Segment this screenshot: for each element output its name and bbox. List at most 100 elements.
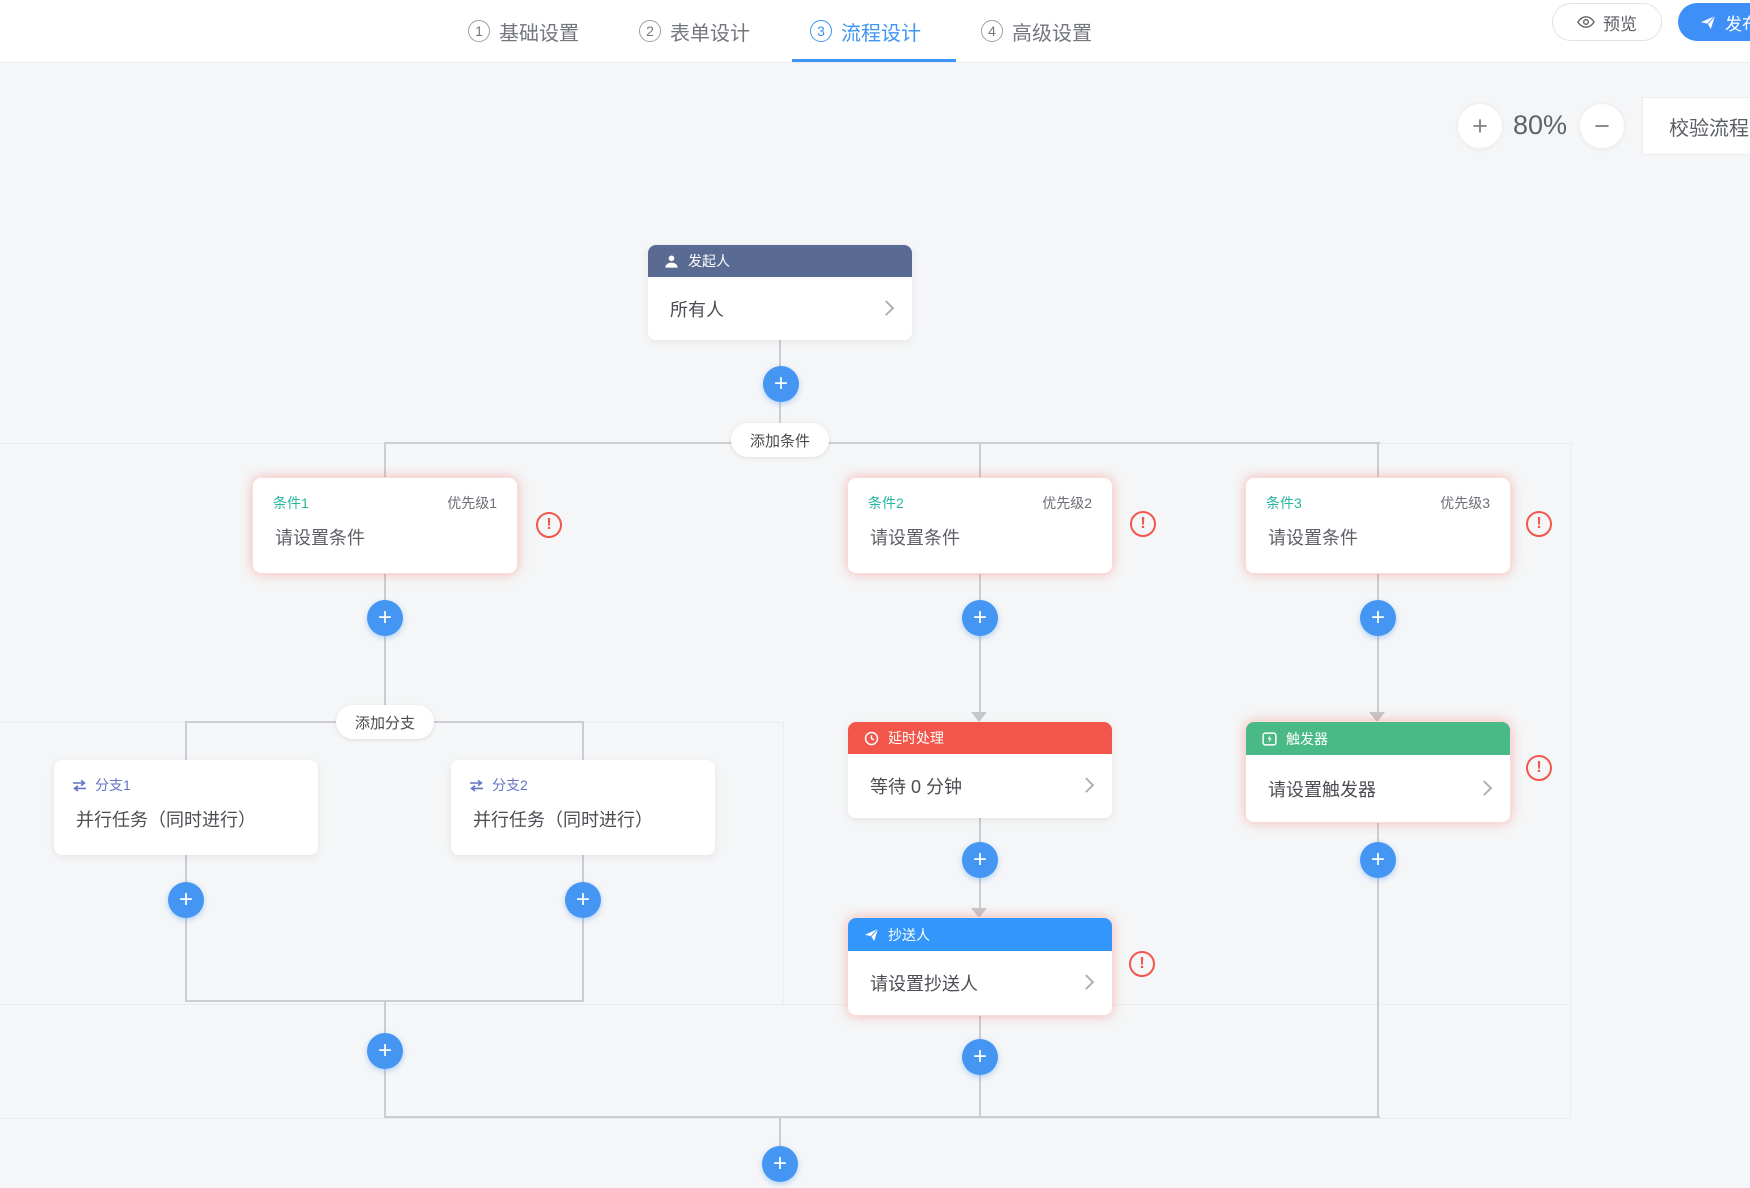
zoom-out-button[interactable]: − bbox=[1579, 103, 1625, 149]
start-node-header: 发起人 bbox=[648, 245, 912, 277]
connector-line bbox=[384, 442, 386, 478]
delay-node-value: 等待 0 分钟 bbox=[870, 777, 963, 797]
delay-node[interactable]: 延时处理 等待 0 分钟 bbox=[848, 722, 1112, 818]
condition-priority: 优先级3 bbox=[1440, 495, 1490, 511]
add-node-button[interactable]: + bbox=[762, 1146, 798, 1182]
add-node-button[interactable]: + bbox=[962, 600, 998, 636]
add-node-button[interactable]: + bbox=[1360, 842, 1396, 878]
add-node-button[interactable]: + bbox=[168, 882, 204, 918]
plus-icon: + bbox=[1472, 110, 1488, 141]
chevron-right-icon bbox=[1476, 779, 1493, 796]
arrow-down-icon bbox=[1369, 712, 1385, 722]
canvas-divider bbox=[0, 1118, 1568, 1119]
exclamation-glyph: ! bbox=[1536, 759, 1542, 776]
validate-flow-button[interactable]: 校验流程 bbox=[1642, 97, 1750, 155]
connector-line bbox=[384, 573, 386, 722]
canvas-divider bbox=[783, 722, 784, 1005]
branch-node-1[interactable]: 分支1 并行任务（同时进行） bbox=[54, 760, 318, 855]
zoom-in-button[interactable]: + bbox=[1457, 103, 1503, 149]
branch-head: 分支1 bbox=[54, 760, 318, 795]
start-node[interactable]: 发起人 所有人 bbox=[648, 245, 912, 340]
warning-icon: ! bbox=[1130, 511, 1156, 537]
publish-button[interactable]: 发布 bbox=[1678, 3, 1750, 41]
trigger-node-value: 请设置触发器 bbox=[1268, 779, 1376, 800]
add-branch-button[interactable]: 添加分支 bbox=[336, 705, 434, 739]
tab-label: 高级设置 bbox=[1012, 22, 1092, 45]
exclamation-glyph: ! bbox=[1139, 955, 1145, 972]
canvas-divider bbox=[1570, 443, 1571, 1118]
chevron-right-icon bbox=[1078, 974, 1095, 990]
branch-placeholder: 并行任务（同时进行） bbox=[473, 810, 653, 830]
plus-icon: + bbox=[772, 1150, 787, 1177]
trigger-node-header: 触发器 bbox=[1246, 722, 1510, 755]
add-node-button[interactable]: + bbox=[962, 1039, 998, 1075]
arrow-down-icon bbox=[971, 712, 987, 722]
delay-node-body[interactable]: 等待 0 分钟 bbox=[848, 754, 1112, 818]
eye-icon bbox=[1577, 15, 1595, 29]
connector-line bbox=[384, 1116, 1380, 1118]
add-node-button[interactable]: + bbox=[565, 882, 601, 918]
publish-label: 发布 bbox=[1725, 14, 1750, 34]
arrow-down-icon bbox=[971, 908, 987, 918]
connector-line bbox=[979, 442, 981, 478]
cc-node[interactable]: 抄送人 请设置抄送人 bbox=[848, 918, 1112, 1015]
condition-placeholder: 请设置条件 bbox=[275, 528, 365, 548]
condition-placeholder: 请设置条件 bbox=[1268, 528, 1358, 548]
delay-node-header: 延时处理 bbox=[848, 722, 1112, 754]
connector-line bbox=[1377, 573, 1379, 712]
connector-line bbox=[582, 855, 584, 1001]
plus-icon: + bbox=[972, 846, 987, 873]
branch-title: 分支1 bbox=[95, 777, 131, 793]
plus-icon: + bbox=[377, 1037, 392, 1064]
branch-node-2[interactable]: 分支2 并行任务（同时进行） bbox=[451, 760, 715, 855]
trigger-node-body[interactable]: 请设置触发器 bbox=[1246, 755, 1510, 822]
preview-button[interactable]: 预览 bbox=[1552, 3, 1662, 41]
tab-advanced-settings[interactable]: 4 高级设置 bbox=[981, 17, 1092, 46]
paper-plane-icon bbox=[1700, 15, 1716, 30]
plus-icon: + bbox=[773, 370, 788, 397]
add-node-button[interactable]: + bbox=[367, 1033, 403, 1069]
condition-priority: 优先级1 bbox=[447, 495, 497, 511]
tab-basic-settings[interactable]: 1 基础设置 bbox=[468, 17, 579, 46]
warning-icon: ! bbox=[1526, 755, 1552, 781]
add-node-button[interactable]: + bbox=[1360, 600, 1396, 636]
cc-node-body[interactable]: 请设置抄送人 bbox=[848, 951, 1112, 1015]
start-node-title: 发起人 bbox=[688, 253, 730, 269]
connector-line bbox=[1377, 442, 1379, 478]
tab-form-design[interactable]: 2 表单设计 bbox=[639, 17, 750, 46]
connector-line bbox=[582, 721, 584, 760]
add-node-button[interactable]: + bbox=[367, 600, 403, 636]
plus-icon: + bbox=[1370, 846, 1385, 873]
step-number-icon: 3 bbox=[810, 20, 832, 42]
cc-node-header: 抄送人 bbox=[848, 918, 1112, 951]
step-tabs: 1 基础设置 2 表单设计 3 流程设计 4 高级设置 bbox=[468, 0, 1092, 62]
condition-head: 条件3 优先级3 bbox=[1246, 478, 1510, 513]
start-node-body[interactable]: 所有人 bbox=[648, 277, 912, 340]
condition-node-3[interactable]: 条件3 优先级3 请设置条件 bbox=[1246, 478, 1510, 573]
condition-priority: 优先级2 bbox=[1042, 495, 1092, 511]
tab-flow-design[interactable]: 3 流程设计 bbox=[810, 17, 921, 46]
paper-plane-icon bbox=[864, 928, 879, 942]
step-number-icon: 4 bbox=[981, 20, 1003, 42]
condition-node-1[interactable]: 条件1 优先级1 请设置条件 bbox=[253, 478, 517, 573]
trigger-node[interactable]: 触发器 请设置触发器 bbox=[1246, 722, 1510, 822]
connector-line bbox=[779, 1116, 781, 1148]
add-condition-label: 添加条件 bbox=[749, 432, 810, 450]
parallel-icon bbox=[72, 779, 87, 792]
warning-icon: ! bbox=[1526, 511, 1552, 537]
chevron-right-icon bbox=[1078, 777, 1095, 793]
user-icon bbox=[664, 254, 679, 269]
add-node-button[interactable]: + bbox=[763, 366, 799, 402]
plus-icon: + bbox=[178, 886, 193, 913]
add-condition-button[interactable]: 添加条件 bbox=[731, 423, 829, 457]
condition-placeholder: 请设置条件 bbox=[870, 528, 960, 548]
add-node-button[interactable]: + bbox=[962, 842, 998, 878]
condition-title: 条件2 bbox=[868, 495, 904, 511]
minus-icon: − bbox=[1594, 110, 1610, 141]
condition-head: 条件2 优先级2 bbox=[848, 478, 1112, 513]
parallel-icon bbox=[469, 779, 484, 792]
condition-node-2[interactable]: 条件2 优先级2 请设置条件 bbox=[848, 478, 1112, 573]
connector-line bbox=[185, 721, 187, 760]
validate-flow-label: 校验流程 bbox=[1669, 117, 1749, 140]
